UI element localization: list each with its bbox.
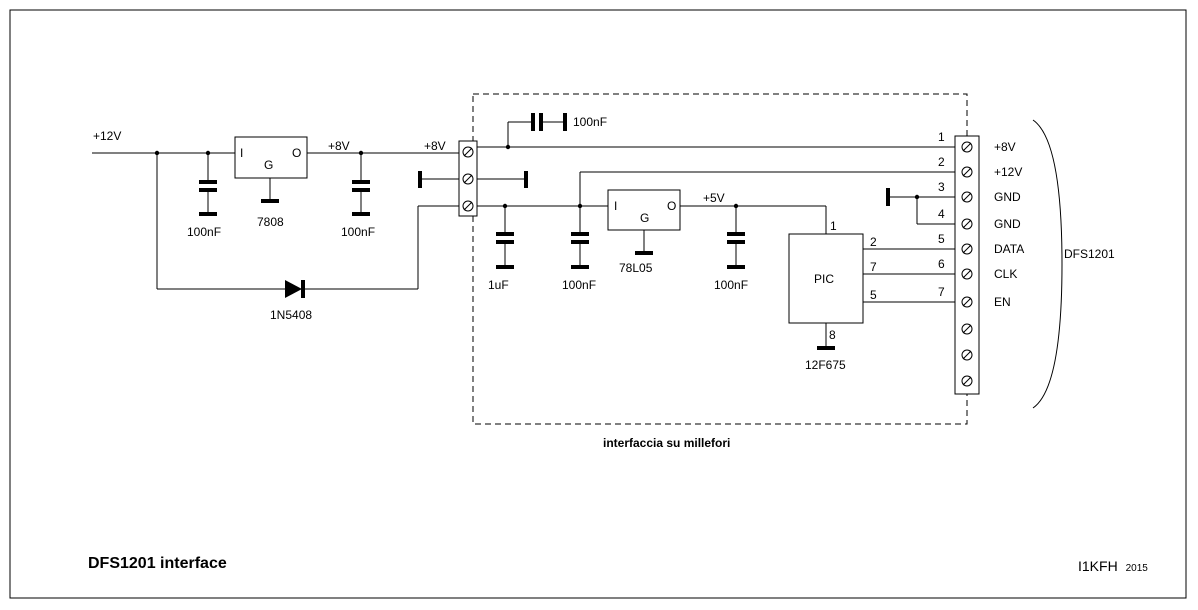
regulator-78l05 bbox=[607, 189, 681, 231]
connector-terminal bbox=[961, 323, 973, 335]
diode-part: 1N5408 bbox=[270, 308, 312, 322]
capacitor-c3 bbox=[531, 113, 567, 131]
connector-terminal-screw bbox=[962, 244, 972, 254]
ground-symbols bbox=[261, 171, 890, 350]
capacitor-c2 bbox=[352, 180, 370, 216]
c5-value: 100nF bbox=[562, 278, 596, 292]
input-terminal-block bbox=[458, 140, 478, 217]
c3-value: 100nF bbox=[573, 115, 607, 129]
author-credit: I1KFH 2015 bbox=[1078, 558, 1148, 574]
c6-value: 100nF bbox=[714, 278, 748, 292]
connector-pin-label: EN bbox=[994, 295, 1011, 309]
connector-pin-number: 5 bbox=[938, 232, 945, 246]
connector-terminal-screw bbox=[962, 167, 972, 177]
capacitor-c4 bbox=[496, 232, 514, 269]
connector-pin-label: +8V bbox=[994, 140, 1016, 154]
wires bbox=[92, 121, 955, 347]
pic-chip bbox=[788, 233, 864, 324]
pic-part: 12F675 bbox=[805, 358, 846, 372]
connector-pin-label: CLK bbox=[994, 267, 1017, 281]
connector-pin-number: 1 bbox=[938, 130, 945, 144]
connector-pin-label: DATA bbox=[994, 242, 1024, 256]
connector-terminal bbox=[961, 218, 973, 230]
reg1-pin-i: I bbox=[240, 146, 243, 160]
connector-terminal bbox=[961, 191, 973, 203]
connector-pin-number: 7 bbox=[938, 285, 945, 299]
connector-terminal bbox=[961, 296, 973, 308]
pic-pin-clk: 7 bbox=[870, 260, 877, 274]
connector-pin-number: 2 bbox=[938, 155, 945, 169]
regulator-7808 bbox=[234, 136, 308, 179]
label-8v-board: +8V bbox=[424, 139, 446, 153]
c1-value: 100nF bbox=[187, 225, 221, 239]
board-outline bbox=[472, 93, 968, 425]
connector-terminal-screw bbox=[962, 297, 972, 307]
connector-terminal-screw bbox=[962, 350, 972, 360]
connector-pin-number: 6 bbox=[938, 257, 945, 271]
connector-terminal bbox=[961, 243, 973, 255]
c4-value: 1uF bbox=[488, 278, 509, 292]
pic-label: PIC bbox=[814, 272, 834, 286]
pic-pin-vdd: 1 bbox=[830, 219, 837, 233]
reg2-part: 78L05 bbox=[619, 261, 653, 275]
connector-pin-label: GND bbox=[994, 190, 1021, 204]
connector-terminal bbox=[961, 268, 973, 280]
pic-pin-en: 5 bbox=[870, 288, 877, 302]
connector-pin-label: GND bbox=[994, 217, 1021, 231]
connector-terminal-screw bbox=[962, 192, 972, 202]
reg1-pin-o: O bbox=[292, 146, 301, 160]
diode-symbol bbox=[285, 280, 305, 298]
connector-pin-number: 4 bbox=[938, 207, 945, 221]
label-12v-in: +12V bbox=[93, 129, 121, 143]
pic-pin-gnd: 8 bbox=[829, 328, 836, 342]
connector-terminal-screw bbox=[962, 269, 972, 279]
reg1-pin-g: G bbox=[264, 158, 273, 172]
connector-terminal bbox=[961, 349, 973, 361]
connector-terminal bbox=[961, 141, 973, 153]
connector-terminal-screw bbox=[962, 324, 972, 334]
junctions bbox=[154, 144, 920, 209]
connector-block bbox=[954, 135, 980, 395]
reg2-pin-o: O bbox=[667, 199, 676, 213]
reg2-pin-i: I bbox=[614, 199, 617, 213]
connector-pin-label: +12V bbox=[994, 165, 1022, 179]
device-label: DFS1201 bbox=[1064, 247, 1115, 261]
pic-pin-data: 2 bbox=[870, 235, 877, 249]
connector-terminal-screw bbox=[962, 142, 972, 152]
label-8v-out: +8V bbox=[328, 139, 350, 153]
connector-terminal-screw bbox=[962, 219, 972, 229]
connector-terminal-screw bbox=[962, 376, 972, 386]
capacitor-c1 bbox=[199, 180, 217, 216]
capacitor-c6 bbox=[727, 232, 745, 269]
reg2-pin-g: G bbox=[640, 211, 649, 225]
connector-terminal bbox=[961, 375, 973, 387]
device-bracket bbox=[1032, 119, 1063, 409]
connector-terminal bbox=[961, 166, 973, 178]
c2-value: 100nF bbox=[341, 225, 375, 239]
capacitor-c5 bbox=[571, 232, 589, 269]
frame-border bbox=[9, 9, 1187, 599]
diagram-title: DFS1201 interface bbox=[88, 555, 227, 572]
connector-pin-number: 3 bbox=[938, 180, 945, 194]
reg1-part: 7808 bbox=[257, 215, 284, 229]
board-label: interfaccia su millefori bbox=[603, 436, 730, 450]
author-callsign: I1KFH bbox=[1078, 558, 1118, 574]
label-5v: +5V bbox=[703, 191, 725, 205]
author-year: 2015 bbox=[1126, 563, 1149, 574]
